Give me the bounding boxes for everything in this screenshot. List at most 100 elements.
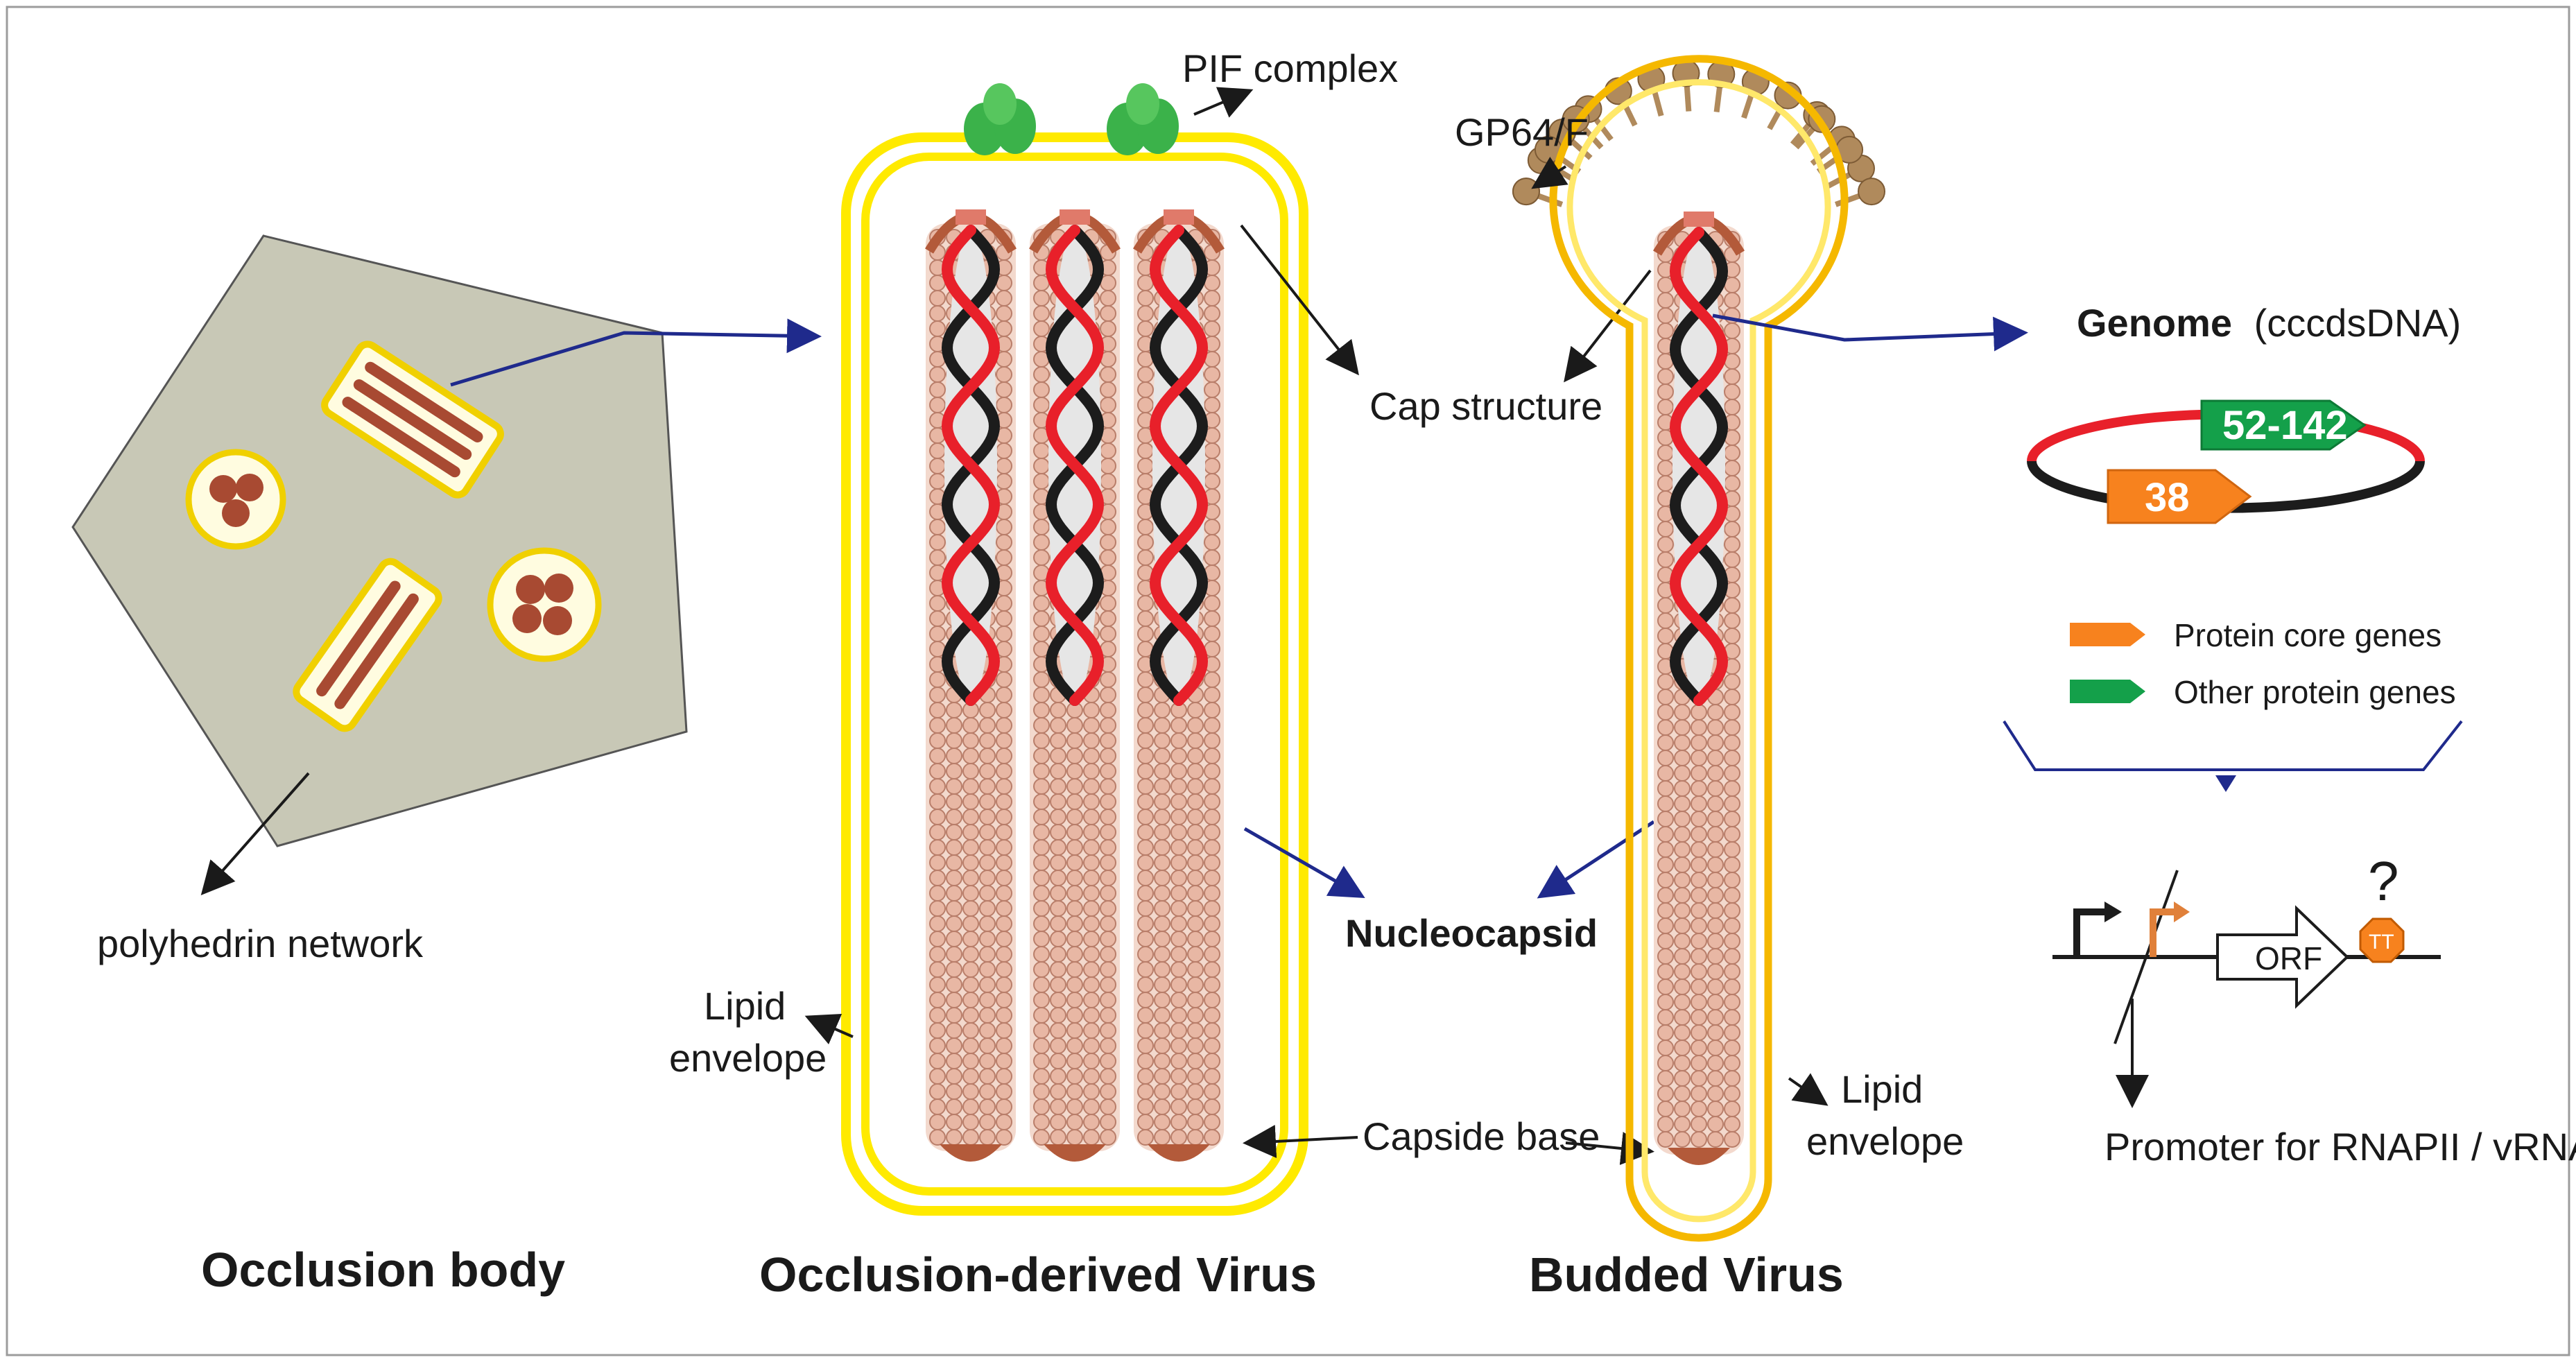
odv-nucleocapsid-2-bead — [1083, 900, 1100, 917]
odv-nucleocapsid-1-base — [940, 1144, 1002, 1162]
odv-nucleocapsid-3-bead — [1137, 900, 1154, 917]
odv-nucleocapsid-1-bead — [946, 1022, 962, 1039]
odv-nucleocapsid-3-bead — [1204, 320, 1220, 337]
odv-nucleocapsid-1-bead — [962, 778, 979, 795]
odv-nucleocapsid-1-bead — [996, 732, 1012, 749]
odv-nucleocapsid-1-bead — [929, 931, 946, 947]
bv-nucleocapsid-inner-bead — [1724, 322, 1740, 339]
odv-nucleocapsid-2-bead — [1100, 900, 1116, 917]
odv-nucleocapsid-2-bead — [1100, 885, 1116, 902]
odv-nucleocapsid-3-bead — [1204, 1007, 1220, 1024]
bv-nucleocapsid-inner-bead — [1691, 826, 1707, 843]
odv-nucleocapsid-3-bead — [1204, 626, 1220, 642]
odv-nucleocapsid-1-bead — [979, 1068, 996, 1085]
odv-nucleocapsid-1-bead — [929, 1098, 946, 1115]
odv-nucleocapsid-3-bead — [1154, 931, 1170, 947]
odv-nucleocapsid-3-bead — [1187, 870, 1204, 886]
odv-nucleocapsid-1-bead — [962, 931, 979, 947]
bv-nucleocapsid-inner-bead — [1707, 872, 1724, 888]
odv-nucleocapsid-1-bead — [962, 1053, 979, 1069]
odv-nucleocapsid-3-bead — [1154, 1129, 1170, 1146]
odv-nucleocapsid-3-bead — [1137, 732, 1154, 749]
bv-nucleocapsid-inner-bead — [1657, 917, 1674, 934]
odv-nucleocapsid-3-bead — [1170, 870, 1187, 886]
odv-nucleocapsid-3-bead — [1170, 1114, 1187, 1130]
odv-nucleocapsid-1-bead — [979, 1007, 996, 1024]
odv-nucleocapsid-1-bead — [996, 1098, 1012, 1115]
odv-nucleocapsid-1-bead — [929, 854, 946, 871]
bv-nucleocapsid-inner-bead — [1657, 979, 1674, 995]
odv-nucleocapsid-2-bead — [1033, 320, 1050, 337]
bv-nucleocapsid-inner-bead — [1674, 902, 1691, 919]
odv-nucleocapsid-3-bead — [1204, 900, 1220, 917]
odv-nucleocapsid-2-bead — [1083, 976, 1100, 993]
odv-nucleocapsid-2-bead — [1033, 778, 1050, 795]
odv-nucleocapsid-2-bead — [1066, 992, 1083, 1008]
bv-nucleocapsid-inner-bead — [1724, 719, 1740, 736]
odv-nucleocapsid-2-bead — [1050, 854, 1066, 871]
odv-nucleocapsid-3-bead — [1204, 534, 1220, 551]
odv-nucleocapsid-1-bead — [946, 976, 962, 993]
bv-nucleocapsid-inner-bead — [1674, 841, 1691, 858]
odv-nucleocapsid-2-bead — [1066, 748, 1083, 764]
odv-nucleocapsid-1-bead — [929, 839, 946, 856]
odv-nucleocapsid-1-bead — [962, 900, 979, 917]
promoter-orange-arrowhead — [2174, 902, 2190, 922]
odv-nucleocapsid-2-bead — [1050, 1114, 1066, 1130]
odv-nucleocapsid-1-bead — [929, 595, 946, 612]
odv-nucleocapsid-3-bead — [1170, 763, 1187, 779]
pif-arrow — [1193, 87, 1254, 118]
bv-nucleocapsid-inner-bead — [1724, 917, 1740, 934]
odv-nucleocapsid-1-bead — [929, 748, 946, 764]
odv-nucleocapsid-3-bead — [1187, 1037, 1204, 1054]
odv-nucleocapsid-3-bead — [1137, 1053, 1154, 1069]
odv-nucleocapsid-1-bead — [996, 961, 1012, 978]
odv-nucleocapsid-1-bead — [996, 748, 1012, 764]
odv-nucleocapsid-1-bead — [996, 854, 1012, 871]
bv-nucleocapsid-inner-bead — [1691, 1024, 1707, 1041]
odv-nucleocapsid-3-bead — [1137, 610, 1154, 627]
odv-nucleocapsid-3-bead — [1154, 839, 1170, 856]
odv-nucleocapsid-2-bead — [1066, 839, 1083, 856]
odv-nucleocapsid-3-bead — [1137, 1083, 1154, 1100]
odv-nucleocapsid-1-bead — [979, 885, 996, 902]
odv-nucleocapsid-2-bead — [1050, 1129, 1066, 1146]
bv-nucleocapsid-inner-bead — [1691, 704, 1707, 721]
odv-nucleocapsid-1-bead — [996, 793, 1012, 810]
odv-nucleocapsid-1-bead — [996, 946, 1012, 963]
odv-nucleocapsid-1-bead — [962, 839, 979, 856]
odv-lipid-label-2: envelope — [669, 1036, 827, 1080]
cap-arrow-bv — [1564, 269, 1652, 383]
bv-nucleocapsid-inner-bead — [1674, 1070, 1691, 1087]
terminator-label: TT — [2369, 931, 2394, 954]
odv-nucleocapsid-3-bead — [1154, 976, 1170, 993]
odv-nucleocapsid-2-bead — [1100, 809, 1116, 825]
odv-nucleocapsid-1-bead — [996, 763, 1012, 779]
odv-nucleocapsid-1-bead — [962, 1114, 979, 1130]
odv-nucleocapsid-3-bead — [1137, 992, 1154, 1008]
bv-nucleocapsid-inner-bead — [1674, 856, 1691, 873]
bv-nucleocapsid-inner-bead — [1724, 1055, 1740, 1071]
odv-nucleocapsid-2-bead — [1066, 1129, 1083, 1146]
odv-nucleocapsid-2-bead — [1033, 1083, 1050, 1100]
bv-nucleocapsid-inner-bead — [1674, 734, 1691, 751]
odv-nucleocapsid-1-bead — [946, 1068, 962, 1085]
odv-nucleocapsid-1-bead — [929, 1007, 946, 1024]
bv-nucleocapsid-inner-bead — [1691, 734, 1707, 751]
odv-nucleocapsid-2-bead — [1100, 931, 1116, 947]
odv-nucleocapsid-2-bead — [1100, 732, 1116, 749]
odv-nucleocapsid-2-bead — [1100, 748, 1116, 764]
bv-nucleocapsid-inner-bead — [1707, 1131, 1724, 1148]
funnel-line — [2003, 720, 2463, 771]
odv-nucleocapsid-2-bead — [1083, 854, 1100, 871]
odv-nucleocapsid-1-bead — [929, 381, 946, 398]
cap-structure-label: Cap structure — [1369, 384, 1602, 428]
bv-nucleocapsid-inner-bead — [1724, 826, 1740, 843]
bv-nucleocapsid-inner-bead — [1691, 841, 1707, 858]
bv-nucleocapsid-inner-bead — [1707, 979, 1724, 995]
odv-nucleocapsid-2-bead — [1066, 778, 1083, 795]
odv-nucleocapsid-3-bead — [1137, 702, 1154, 718]
bv-nucleocapsid-inner-bead — [1724, 750, 1740, 766]
odv-nucleocapsid-3-bead — [1204, 595, 1220, 612]
odv-nucleocapsid-1-bead — [979, 1022, 996, 1039]
